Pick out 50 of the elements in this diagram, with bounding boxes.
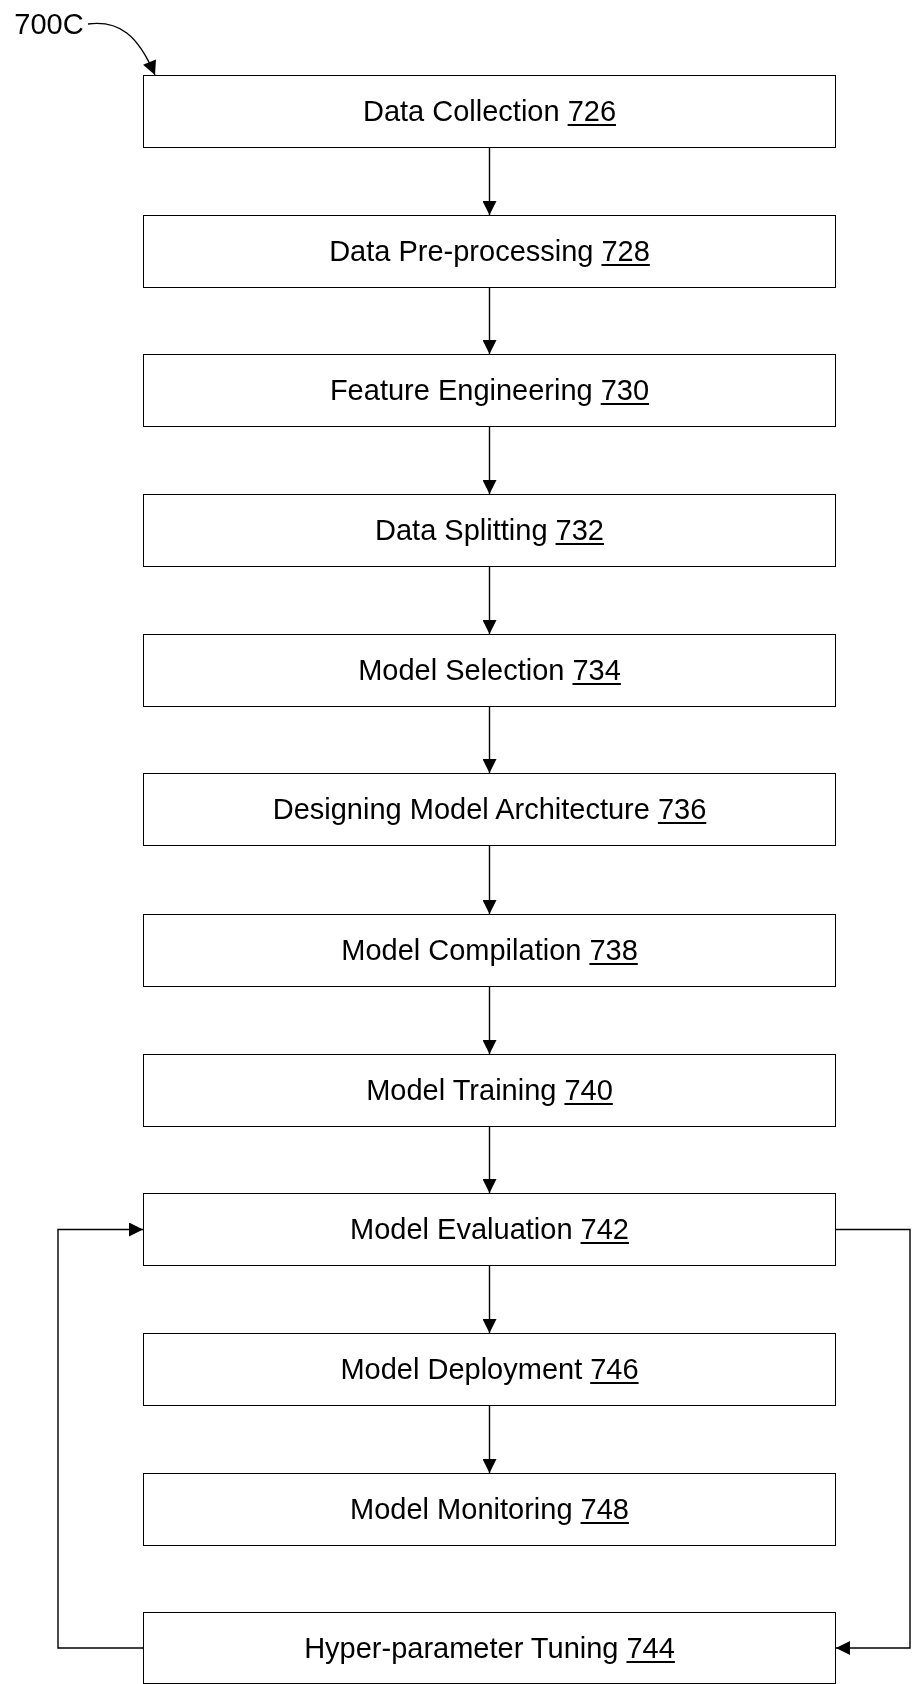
- step-label: Designing Model Architecture: [272, 793, 650, 826]
- process-box: [143, 914, 836, 987]
- step-label: Model Evaluation: [350, 1213, 573, 1246]
- arrow: [482, 845, 497, 915]
- step-label: Model Selection: [358, 654, 565, 687]
- reference-numeral: 728: [601, 235, 650, 268]
- step-label: Data Pre-processing: [329, 235, 594, 268]
- step-label: Model Training: [366, 1074, 557, 1107]
- arrow: [482, 287, 497, 355]
- arrow: [482, 426, 497, 495]
- reference-numeral: 736: [657, 793, 707, 826]
- process-box: [143, 215, 836, 288]
- figure-label: 700C: [4, 4, 94, 44]
- arrow: [482, 147, 497, 216]
- arrow: [482, 1265, 497, 1334]
- step-label: Feature Engineering: [329, 374, 593, 407]
- reference-numeral: 746: [590, 1353, 639, 1386]
- arrow: [482, 1126, 497, 1194]
- arrow: [482, 706, 497, 774]
- step-label: Model Monitoring: [350, 1493, 573, 1526]
- arrow: [57, 1222, 144, 1649]
- reference-numeral: 748: [580, 1493, 629, 1526]
- arrow: [482, 1405, 497, 1474]
- leader-arrow: [87, 22, 156, 76]
- arrow: [482, 566, 497, 635]
- arrow: [482, 986, 497, 1055]
- process-box: [143, 634, 836, 707]
- process-box: [143, 1612, 836, 1684]
- step-label: Data Splitting: [375, 514, 548, 547]
- step-label: Model Deployment: [340, 1353, 583, 1386]
- step-label: Model Compilation: [341, 934, 582, 967]
- process-box: [143, 1054, 836, 1127]
- process-box: [143, 354, 836, 427]
- process-box: [143, 1473, 836, 1546]
- reference-numeral: 726: [567, 95, 616, 128]
- reference-numeral: 738: [589, 934, 638, 967]
- process-box: [143, 1193, 836, 1266]
- reference-numeral: 744: [626, 1631, 675, 1665]
- step-label: Data Collection: [362, 95, 560, 128]
- step-label: Hyper-parameter Tuning: [304, 1631, 619, 1665]
- reference-numeral: 730: [600, 374, 650, 407]
- process-box: [143, 773, 836, 846]
- arrow: [835, 1228, 911, 1655]
- reference-numeral: 740: [564, 1074, 613, 1107]
- process-box: [143, 494, 836, 567]
- reference-numeral: 742: [580, 1213, 629, 1246]
- reference-numeral: 732: [555, 514, 604, 547]
- process-box: [143, 1333, 836, 1406]
- reference-numeral: 734: [572, 654, 621, 687]
- process-box: [143, 75, 836, 148]
